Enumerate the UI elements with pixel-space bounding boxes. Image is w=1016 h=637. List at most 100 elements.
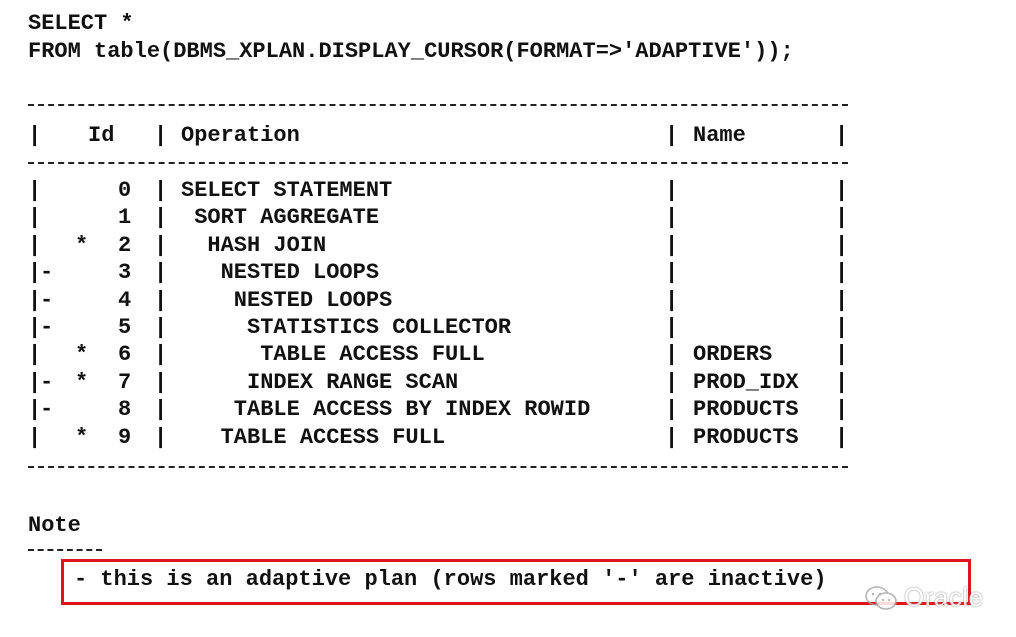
note-title: Note	[28, 513, 81, 538]
row-predicate-star	[75, 259, 88, 287]
row-pipe-id: |	[154, 287, 168, 313]
query-line-from: FROM table(DBMS_XPLAN.DISPLAY_CURSOR(FOR…	[28, 39, 794, 64]
row-pipe-id: |	[154, 315, 168, 340]
row-id: 5	[118, 315, 132, 340]
table-top-border	[28, 104, 848, 106]
row-pipe-op: |	[665, 315, 679, 340]
row-operation: NESTED LOOPS	[181, 287, 393, 313]
row-pipe-id: |	[154, 260, 168, 286]
row-pipe-right: |	[835, 342, 849, 368]
row-pipe-op: |	[665, 369, 679, 395]
row-pipe-op: |	[665, 424, 679, 450]
row-predicate-star	[75, 396, 88, 424]
header-operation: Operation	[181, 123, 300, 148]
row-pipe-left: |	[28, 178, 42, 203]
row-predicate-star: *	[75, 424, 89, 450]
row-pipe-id: |	[154, 232, 168, 258]
row-pipe-right: |	[835, 232, 849, 258]
row-name: PROD_IDX	[693, 369, 799, 395]
row-pipe-left: |	[28, 397, 42, 423]
row-predicate-star: *	[75, 232, 89, 258]
row-inactive-marker: -	[40, 369, 54, 395]
table-bottom-border	[28, 466, 848, 468]
row-pipe-id: |	[154, 369, 168, 395]
row-operation: SELECT STATEMENT	[181, 178, 393, 203]
row-predicate-star	[75, 204, 88, 232]
row-pipe-left: |	[28, 287, 42, 313]
header-id: Id	[88, 123, 115, 148]
row-id: 8	[118, 397, 132, 423]
row-pipe-id: |	[154, 342, 168, 368]
row-id: 7	[118, 369, 132, 395]
row-name: ORDERS	[693, 342, 773, 368]
row-id: 6	[118, 342, 132, 368]
note-highlight-box	[61, 559, 971, 605]
header-pipe-right: |	[835, 123, 849, 148]
row-pipe-op: |	[665, 342, 679, 368]
row-operation: TABLE ACCESS FULL	[181, 424, 446, 450]
row-name: PRODUCTS	[693, 424, 799, 450]
row-id: 0	[118, 178, 132, 203]
row-pipe-right: |	[835, 369, 849, 395]
row-operation: TABLE ACCESS FULL	[181, 342, 485, 368]
row-inactive-marker	[40, 424, 53, 452]
header-pipe-id: |	[154, 123, 168, 148]
row-inactive-marker: -	[40, 287, 54, 313]
row-predicate-star	[75, 177, 88, 205]
note-underline	[28, 549, 102, 551]
row-pipe-op: |	[665, 205, 679, 231]
row-pipe-op: |	[665, 397, 679, 423]
row-predicate-star: *	[75, 342, 89, 368]
row-id: 2	[118, 232, 132, 258]
row-pipe-right: |	[835, 424, 849, 450]
header-name: Name	[693, 123, 746, 148]
row-pipe-op: |	[665, 287, 679, 313]
row-pipe-op: |	[665, 260, 679, 286]
row-predicate-star	[75, 287, 88, 315]
row-pipe-left: |	[28, 342, 42, 368]
row-pipe-op: |	[665, 178, 679, 203]
row-pipe-right: |	[835, 287, 849, 313]
row-pipe-left: |	[28, 205, 42, 231]
row-operation: INDEX RANGE SCAN	[181, 369, 459, 395]
header-pipe-op: |	[665, 123, 679, 148]
row-pipe-id: |	[154, 205, 168, 231]
row-operation: SORT AGGREGATE	[181, 205, 380, 231]
row-predicate-star	[75, 314, 88, 342]
row-inactive-marker: -	[40, 397, 54, 423]
row-pipe-right: |	[835, 397, 849, 423]
row-pipe-id: |	[154, 397, 168, 423]
row-id: 3	[118, 260, 132, 286]
query-line-select: SELECT *	[28, 11, 134, 36]
row-inactive-marker	[40, 232, 53, 260]
row-operation: NESTED LOOPS	[181, 260, 380, 286]
watermark-text: Oracle	[904, 582, 984, 612]
row-pipe-left: |	[28, 260, 42, 286]
row-pipe-op: |	[665, 232, 679, 258]
row-id: 9	[118, 424, 132, 450]
row-pipe-id: |	[154, 424, 168, 450]
row-pipe-right: |	[835, 315, 849, 340]
row-pipe-left: |	[28, 315, 42, 340]
row-predicate-star: *	[75, 369, 89, 395]
row-id: 4	[118, 287, 132, 313]
row-pipe-right: |	[835, 260, 849, 286]
watermark: Oracle	[864, 582, 984, 613]
row-inactive-marker	[40, 177, 53, 205]
row-inactive-marker	[40, 204, 53, 232]
row-operation: TABLE ACCESS BY INDEX ROWID	[181, 397, 591, 423]
header-pipe-left: |	[28, 123, 42, 148]
row-pipe-left: |	[28, 424, 42, 450]
row-operation: HASH JOIN	[181, 232, 327, 258]
row-pipe-right: |	[835, 205, 849, 231]
row-inactive-marker: -	[40, 260, 54, 286]
row-pipe-left: |	[28, 369, 42, 395]
row-inactive-marker	[40, 341, 53, 369]
wechat-icon	[865, 585, 897, 610]
table-header-border	[28, 162, 848, 164]
row-pipe-right: |	[835, 178, 849, 203]
row-pipe-id: |	[154, 178, 168, 203]
note-text: - this is an adaptive plan (rows marked …	[74, 567, 827, 592]
row-pipe-left: |	[28, 232, 42, 258]
